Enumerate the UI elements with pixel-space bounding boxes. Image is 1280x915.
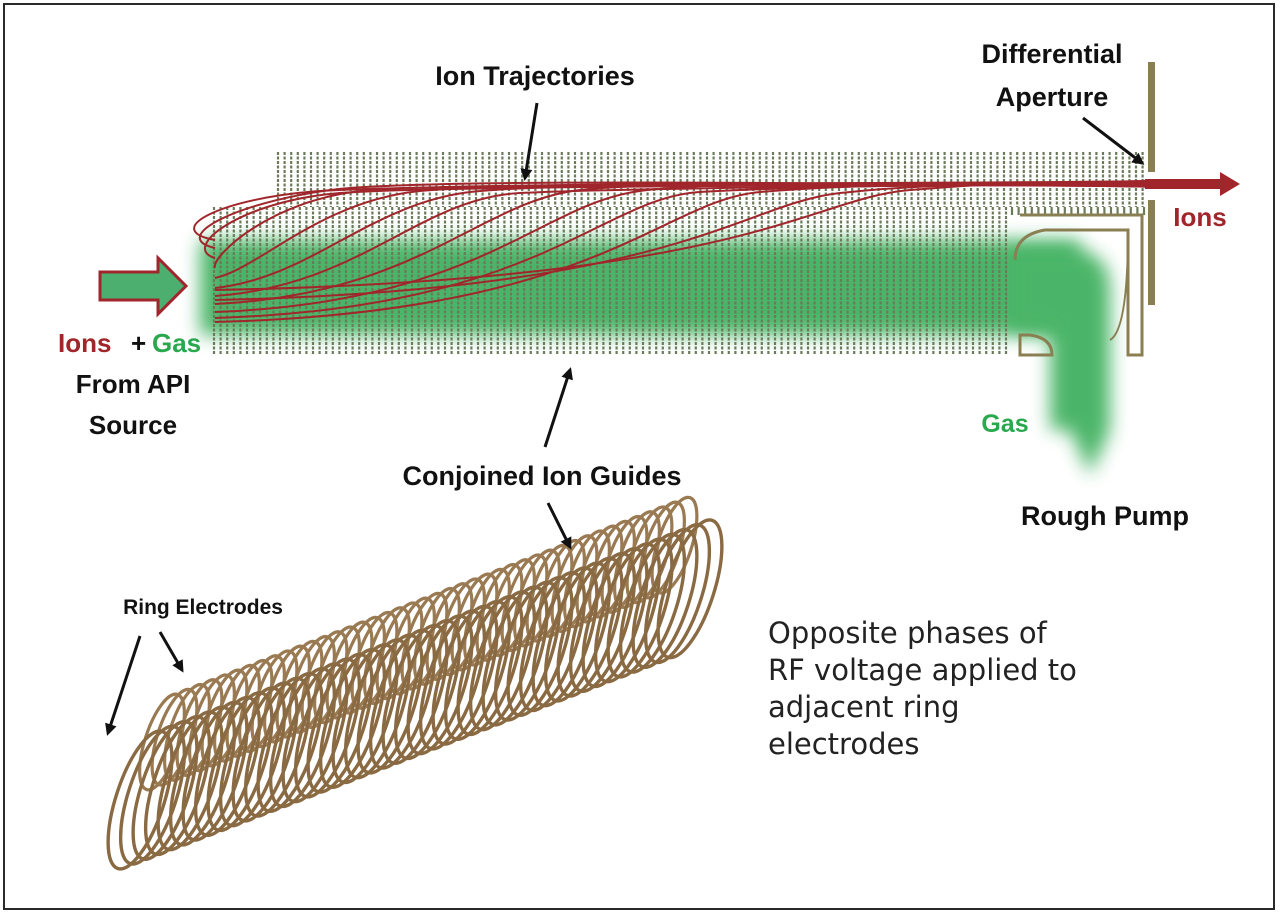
- ring-electrode: [656, 518, 724, 660]
- label-differential: Differential: [981, 39, 1122, 69]
- differential-aperture-plate: [1148, 62, 1155, 305]
- arrow-ring-electrodes-2: [105, 635, 142, 736]
- rf-note-line-2: RF voltage applied to: [768, 653, 1077, 687]
- arrow-conjoined-guides-down: [546, 502, 572, 550]
- electrode-array: [212, 152, 1146, 355]
- label-plus: +: [131, 328, 146, 358]
- label-conjoined-ion-guides: Conjoined Ion Guides: [403, 461, 682, 491]
- arrow-conjoined-guides-up: [543, 367, 573, 448]
- label-gas-out: Gas: [981, 410, 1028, 438]
- ions-output-arrow: [1145, 172, 1240, 196]
- ring-electrode-coils: [106, 495, 724, 871]
- input-arrow: [98, 254, 189, 318]
- arrow-differential-aperture: [1082, 116, 1145, 165]
- rf-note-line-1: Opposite phases of: [768, 616, 1048, 650]
- pointer-arrows: [105, 102, 1145, 736]
- label-aperture: Aperture: [996, 82, 1109, 112]
- ion-trajectories: [193, 180, 1149, 323]
- label-source: Source: [89, 410, 177, 440]
- rf-note: Opposite phases of RF voltage applied to…: [768, 616, 1077, 761]
- label-ions-out: Ions: [1173, 202, 1226, 232]
- label-from-api: From API: [76, 369, 191, 399]
- pump-housing: [1013, 213, 1144, 357]
- arrow-ion-trajectories: [520, 102, 539, 181]
- label-gas-in: Gas: [152, 328, 201, 358]
- ion-trajectory: [214, 182, 1149, 291]
- label-ions-in: Ions: [58, 328, 111, 358]
- arrow-ring-electrodes-1: [158, 631, 184, 673]
- rf-note-line-3: adjacent ring: [768, 690, 960, 724]
- rf-note-line-4: electrodes: [768, 727, 919, 761]
- label-rough-pump: Rough Pump: [1021, 501, 1189, 531]
- label-ion-trajectories: Ion Trajectories: [435, 61, 635, 91]
- label-ring-electrodes: Ring Electrodes: [123, 596, 283, 619]
